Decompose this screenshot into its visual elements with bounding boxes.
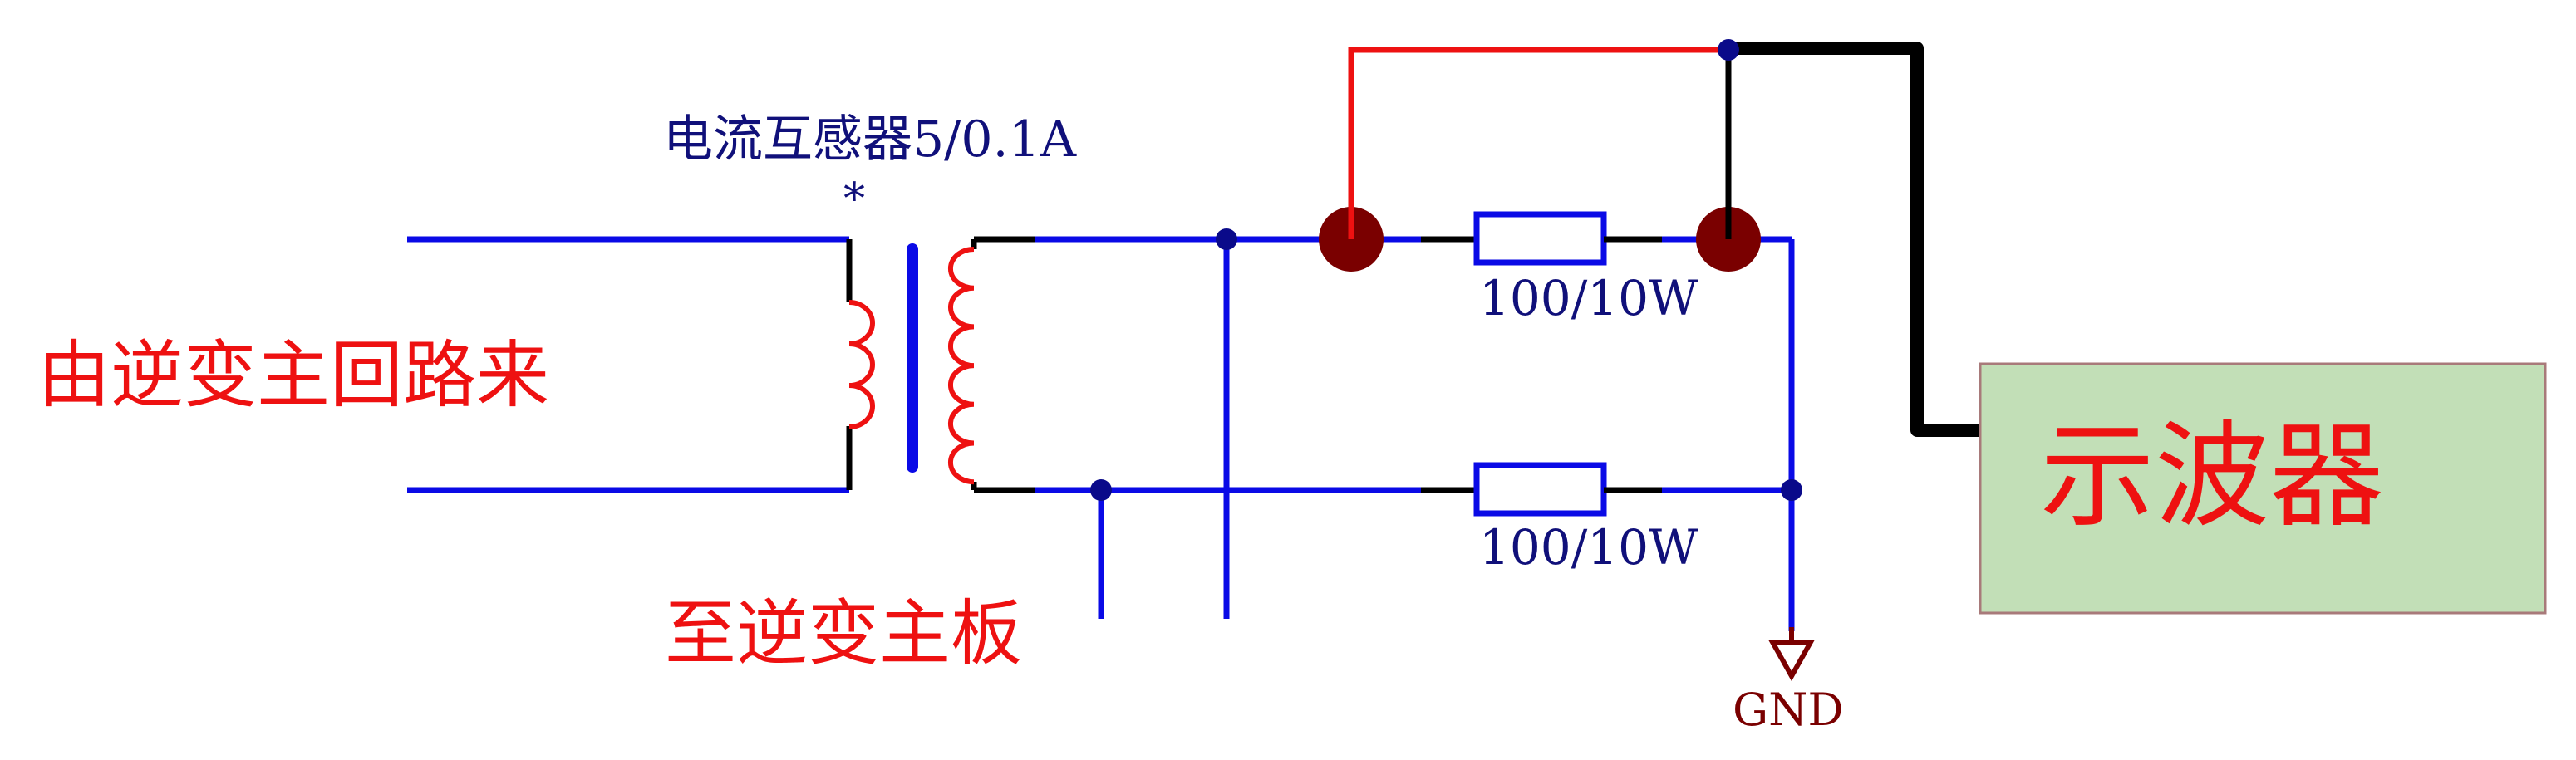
- current-transformer-label: 电流互感器5/0.1A: [663, 110, 1077, 169]
- destination-label: 至逆变主板: [665, 592, 1022, 675]
- junction-dot: [1090, 479, 1112, 501]
- resistor-top: [1473, 211, 1607, 266]
- scope-cable: [1728, 42, 1986, 437]
- resistor-top-label: 100/10W: [1479, 270, 1698, 326]
- ground-icon: [1767, 627, 1816, 682]
- junction-dot: [1718, 39, 1739, 61]
- resistor-bottom: [1473, 462, 1607, 517]
- probe-red-wire: [1348, 47, 1728, 239]
- junction-dot: [1781, 479, 1802, 501]
- polarity-mark: *: [843, 174, 865, 224]
- primary-coil: [848, 300, 875, 429]
- secondary-side: [947, 236, 1035, 493]
- oscilloscope-label: 示波器: [2040, 409, 2385, 543]
- oscilloscope-box: [1979, 362, 2547, 615]
- source-label: 由逆变主回路来: [37, 332, 550, 418]
- ground-label: GND: [1733, 684, 1844, 736]
- junction-dot: [1216, 228, 1237, 250]
- secondary-coil: [947, 247, 975, 485]
- resistor-bottom-label: 100/10W: [1479, 519, 1698, 576]
- primary-side: [407, 236, 875, 493]
